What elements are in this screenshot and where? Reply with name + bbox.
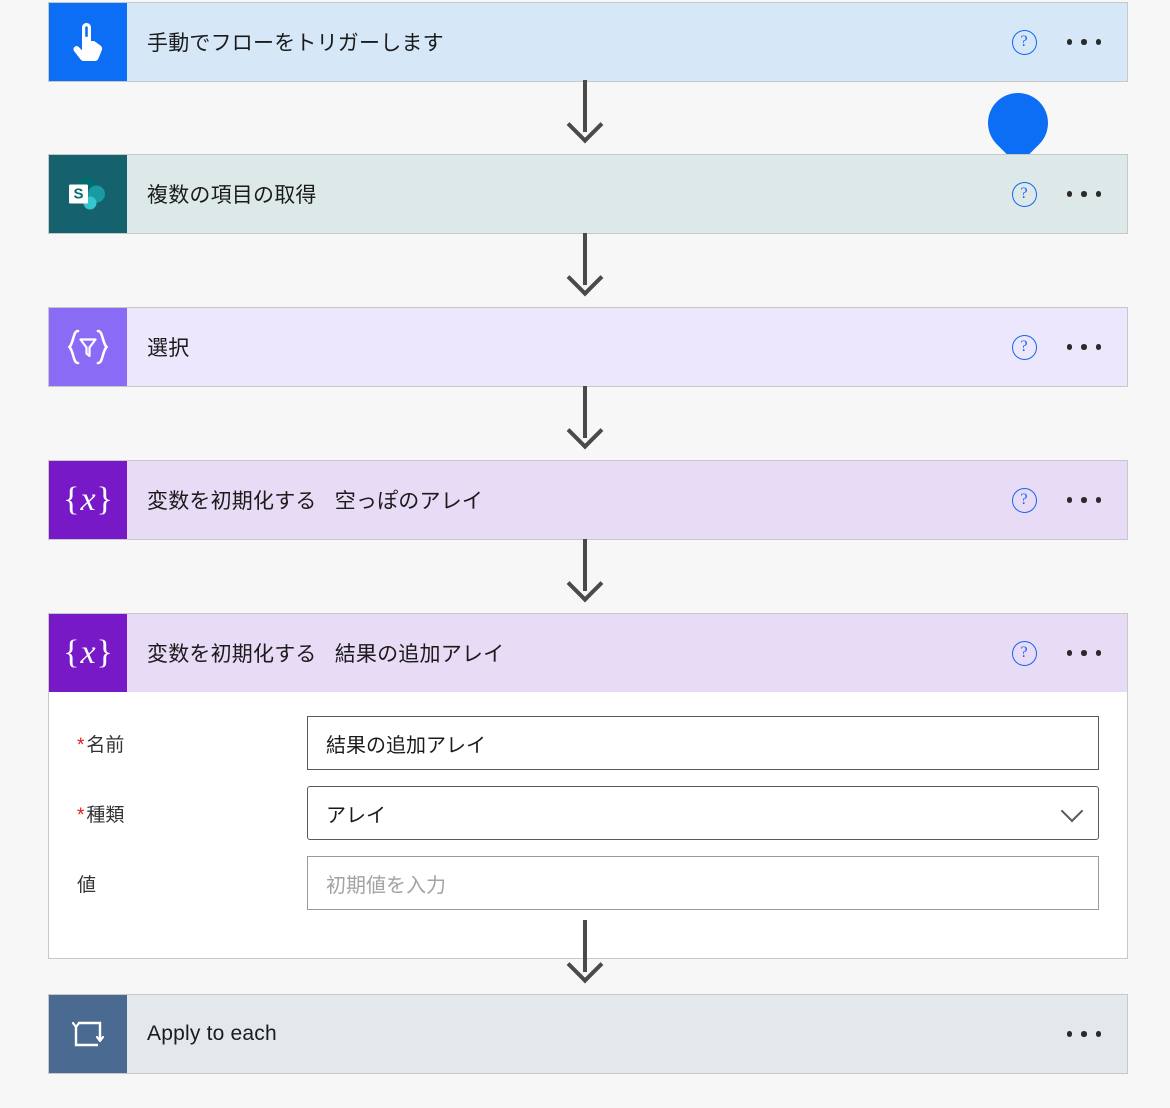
step-header-actions — [1066, 995, 1128, 1073]
variable-glyph: {x} — [63, 634, 113, 671]
field-label-value: 値 — [77, 870, 307, 897]
help-icon[interactable]: ? — [1011, 640, 1037, 666]
value-input-placeholder: 初期値を入力 — [326, 874, 446, 897]
hand-tap-icon — [49, 3, 127, 81]
step-header[interactable]: S 複数の項目の取得 ? — [49, 155, 1127, 233]
help-icon[interactable]: ? — [1011, 334, 1037, 360]
type-dropdown[interactable]: アレイ — [307, 786, 1099, 840]
drop-indicator — [975, 80, 1061, 166]
select-filter-icon — [49, 308, 127, 386]
more-options-button[interactable] — [1066, 191, 1101, 197]
name-input[interactable]: 結果の追加アレイ — [307, 716, 1099, 770]
step-header[interactable]: {x} 変数を初期化する 空っぽのアレイ ? — [49, 461, 1127, 539]
step-title: 選択 — [147, 337, 190, 360]
field-row-name: * 名前 結果の追加アレイ — [49, 714, 1127, 772]
type-dropdown-value: アレイ — [326, 804, 386, 827]
flow-step-manual-trigger[interactable]: 手動でフローをトリガーします ? — [48, 2, 1128, 82]
flow-step-init-variable-empty-array[interactable]: {x} 変数を初期化する 空っぽのアレイ ? — [48, 460, 1128, 540]
field-label-type: * 種類 — [77, 800, 307, 827]
field-label-text: 名前 — [86, 734, 125, 756]
step-header-actions: ? — [1011, 461, 1128, 539]
svg-text:S: S — [73, 186, 83, 203]
help-icon[interactable]: ? — [1011, 487, 1037, 513]
required-marker: * — [77, 804, 85, 826]
value-input[interactable]: 初期値を入力 — [307, 856, 1099, 910]
help-icon[interactable]: ? — [1011, 29, 1037, 55]
field-label-text: 種類 — [86, 804, 125, 826]
more-options-button[interactable] — [1066, 1031, 1101, 1037]
step-header[interactable]: Apply to each — [49, 995, 1127, 1073]
flow-step-select[interactable]: 選択 ? — [48, 307, 1128, 387]
step-header-actions: ? — [1011, 614, 1128, 692]
step-header-actions: ? — [1011, 3, 1128, 81]
chevron-down-icon — [1060, 799, 1084, 823]
connector-arrow — [569, 112, 601, 144]
variable-glyph: {x} — [63, 481, 113, 518]
variable-icon: {x} — [49, 614, 127, 692]
sharepoint-icon: S — [49, 155, 127, 233]
step-title: 変数を初期化する 空っぽのアレイ — [147, 490, 484, 513]
step-title: 複数の項目の取得 — [147, 184, 317, 207]
required-marker: * — [77, 734, 85, 756]
step-title: 手動でフローをトリガーします — [147, 32, 444, 55]
step-header[interactable]: 選択 ? — [49, 308, 1127, 386]
more-options-button[interactable] — [1066, 39, 1101, 45]
variable-icon: {x} — [49, 461, 127, 539]
more-options-button[interactable] — [1066, 497, 1101, 503]
step-title: Apply to each — [147, 1022, 277, 1045]
flow-step-apply-to-each[interactable]: Apply to each — [48, 994, 1128, 1074]
connector-arrow — [569, 571, 601, 603]
connector-arrow — [569, 265, 601, 297]
step-header-actions: ? — [1011, 155, 1128, 233]
step-header[interactable]: 手動でフローをトリガーします ? — [49, 3, 1127, 81]
field-label-name: * 名前 — [77, 730, 307, 757]
more-options-button[interactable] — [1066, 650, 1101, 656]
name-input-value: 結果の追加アレイ — [326, 734, 486, 757]
field-label-text: 値 — [77, 874, 97, 896]
step-body: * 名前 結果の追加アレイ * 種類 アレイ — [49, 692, 1127, 958]
loop-icon — [49, 995, 127, 1073]
connector-arrow — [569, 418, 601, 450]
step-header-actions: ? — [1011, 308, 1128, 386]
step-title: 変数を初期化する 結果の追加アレイ — [147, 643, 505, 666]
connector-arrow — [569, 952, 601, 984]
flow-step-get-items[interactable]: S 複数の項目の取得 ? — [48, 154, 1128, 234]
flow-step-init-variable-result-array[interactable]: {x} 変数を初期化する 結果の追加アレイ ? * 名前 結果の追加アレイ — [48, 613, 1128, 959]
field-row-value: 値 初期値を入力 — [49, 854, 1127, 912]
help-icon[interactable]: ? — [1011, 181, 1037, 207]
field-row-type: * 種類 アレイ — [49, 784, 1127, 842]
step-header[interactable]: {x} 変数を初期化する 結果の追加アレイ ? — [49, 614, 1127, 692]
more-options-button[interactable] — [1066, 344, 1101, 350]
